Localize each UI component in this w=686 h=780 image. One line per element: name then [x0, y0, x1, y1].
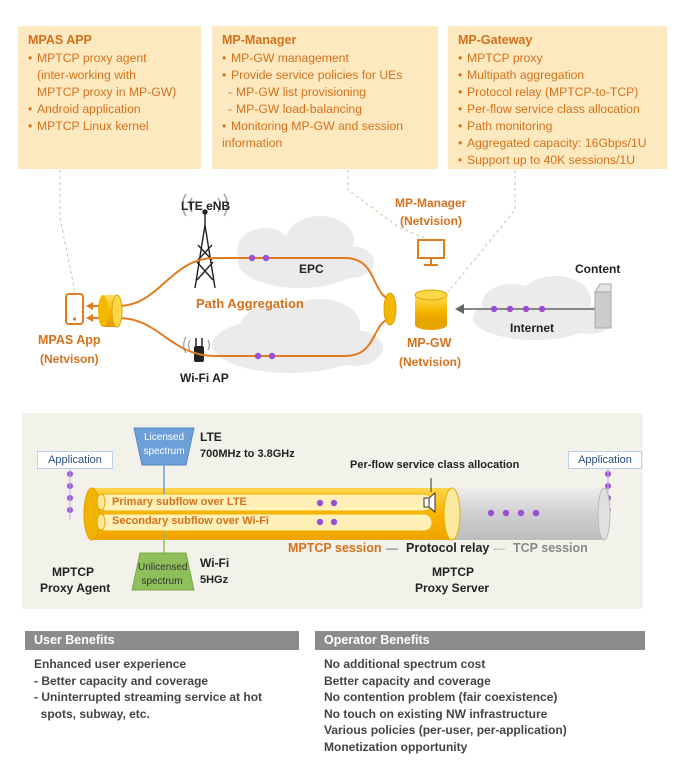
unlicensed-spectrum-label: spectrum — [141, 576, 183, 587]
wifi-path — [117, 317, 396, 357]
gateway-item: Protocol relay (MPTCP-to-TCP) — [458, 84, 657, 101]
packet-dots — [248, 254, 546, 360]
manager-connector — [347, 170, 426, 239]
mpas-pipe-icon — [98, 294, 123, 328]
gateway-item: Support up to 40K sessions/1U — [458, 152, 657, 169]
lte-tower-icon — [182, 193, 228, 289]
lte-path — [117, 257, 396, 307]
phone-icon — [65, 293, 84, 325]
gateway-item: Multipath aggregation — [458, 67, 657, 84]
mpas-app-label: MPAS App — [38, 333, 101, 347]
manager-item: information — [222, 136, 283, 150]
mpas-app-vendor: (Netvison) — [40, 352, 99, 366]
operator-benefit-item: No contention problem (fair coexistence) — [324, 690, 558, 704]
user-benefit-item: - Uninterrupted streaming service at hot — [34, 690, 263, 704]
secondary-subflow-label: Secondary subflow over Wi-Fi — [112, 515, 269, 527]
dash-2: — — [493, 541, 505, 555]
lte-label: LTE — [200, 430, 222, 444]
mpas-item: MPTCP Linux kernel — [28, 118, 191, 135]
gateway-item: Per-flow service class allocation — [458, 101, 657, 118]
dash-1: — — [386, 541, 398, 555]
mpas-connector — [59, 170, 76, 293]
mpas-app-title: MPAS APP — [28, 33, 92, 47]
mp-manager-label: MP-Manager — [395, 196, 467, 210]
mpgw-pipe-icon — [383, 292, 397, 326]
licensed-spectrum-shape — [133, 427, 195, 466]
mpas-item: Android application — [28, 101, 191, 118]
mpas-item: (inter-working with — [37, 68, 136, 82]
application-right-label: Application — [568, 451, 642, 469]
operator-benefit-item: No touch on existing NW infrastructure — [324, 706, 548, 721]
mp-manager-vendor: (Netvision) — [400, 214, 463, 228]
licensed-label: Licensed — [143, 432, 185, 443]
agent-label-1: MPTCP — [52, 565, 94, 579]
agent-label-2: Proxy Agent — [40, 581, 111, 595]
mp-manager-title: MP-Manager — [222, 33, 297, 47]
wifi-cloud — [212, 299, 383, 373]
epc-label: EPC — [299, 262, 324, 276]
gateway-item: MPTCP proxy — [458, 50, 657, 67]
wifi-band-label: 5HGz — [200, 574, 229, 586]
manager-item: MP-GW management — [222, 50, 428, 67]
tcp-session-label: TCP session — [513, 541, 588, 555]
gateway-connector — [447, 170, 516, 293]
user-benefit-item: spots, subway, etc. — [34, 706, 150, 721]
mp-gateway-box: MP-Gateway MPTCP proxy Multipath aggrega… — [448, 26, 667, 169]
internet-cloud — [473, 276, 612, 340]
user-benefits-header: User Benefits — [25, 631, 299, 650]
unlicensed-label: Unlicensed — [138, 562, 188, 573]
operator-benefit-item: No additional spectrum cost — [324, 657, 486, 671]
mp-manager-box: MP-Manager MP-GW management Provide serv… — [212, 26, 438, 169]
operator-benefit-item: Various policies (per-user, per-applicat… — [324, 723, 567, 737]
operator-benefits-list: No additional spectrum cost Better capac… — [324, 656, 567, 755]
licensed-spectrum-label: spectrum — [143, 446, 185, 457]
server-label-2: Proxy Server — [415, 581, 490, 595]
mptcp-session-label: MPTCP session — [288, 541, 382, 555]
manager-subitem: MP-GW load-balancing — [222, 101, 428, 118]
manager-item: Provide service policies for UEs — [222, 67, 428, 84]
application-left-label: Application — [37, 451, 113, 469]
mpas-app-box: MPAS APP MPTCP proxy agent (inter-workin… — [18, 26, 201, 169]
mpgw-label: MP-GW — [407, 336, 452, 350]
server-label-1: MPTCP — [432, 565, 474, 579]
mp-gateway-title: MP-Gateway — [458, 33, 533, 47]
content-label: Content — [575, 262, 621, 276]
user-benefits-list: Enhanced user experience - Better capaci… — [34, 656, 262, 722]
manager-subitem: MP-GW list provisioning — [222, 84, 428, 101]
wifi-ap-label: Wi-Fi AP — [180, 371, 229, 385]
user-benefit-item: - Better capacity and coverage — [34, 673, 209, 688]
wifi-label: Wi-Fi — [200, 556, 230, 570]
primary-subflow-label: Primary subflow over LTE — [112, 496, 247, 508]
operator-benefit-item: Monetization opportunity — [324, 739, 468, 754]
manager-item: Monitoring MP-GW and session — [222, 118, 428, 135]
content-server-icon — [594, 283, 612, 329]
mpgw-vendor: (Netvision) — [399, 355, 462, 369]
monitor-icon — [417, 239, 445, 266]
path-aggregation-label: Path Aggregation — [196, 296, 304, 311]
user-benefit-item: Enhanced user experience — [34, 657, 187, 671]
operator-benefit-item: Better capacity and coverage — [324, 673, 491, 688]
mpas-item: MPTCP proxy agent — [28, 50, 191, 67]
speaker-icon — [423, 491, 436, 514]
protocol-relay-label: Protocol relay — [406, 541, 490, 555]
unlicensed-spectrum-shape — [131, 552, 195, 591]
per-flow-label: Per-flow service class allocation — [350, 459, 520, 471]
lte-enb-label: LTE eNB — [181, 199, 231, 213]
internet-label: Internet — [510, 321, 555, 335]
gateway-item: Path monitoring — [458, 118, 657, 135]
lte-range-label: 700MHz to 3.8GHz — [200, 448, 295, 460]
mpas-item: MPTCP proxy in MP-GW) — [37, 85, 177, 99]
gateway-item: Aggregated capacity: 16Gbps/1U — [458, 135, 657, 152]
operator-benefits-header: Operator Benefits — [315, 631, 645, 650]
mpgw-database-icon — [414, 289, 448, 330]
